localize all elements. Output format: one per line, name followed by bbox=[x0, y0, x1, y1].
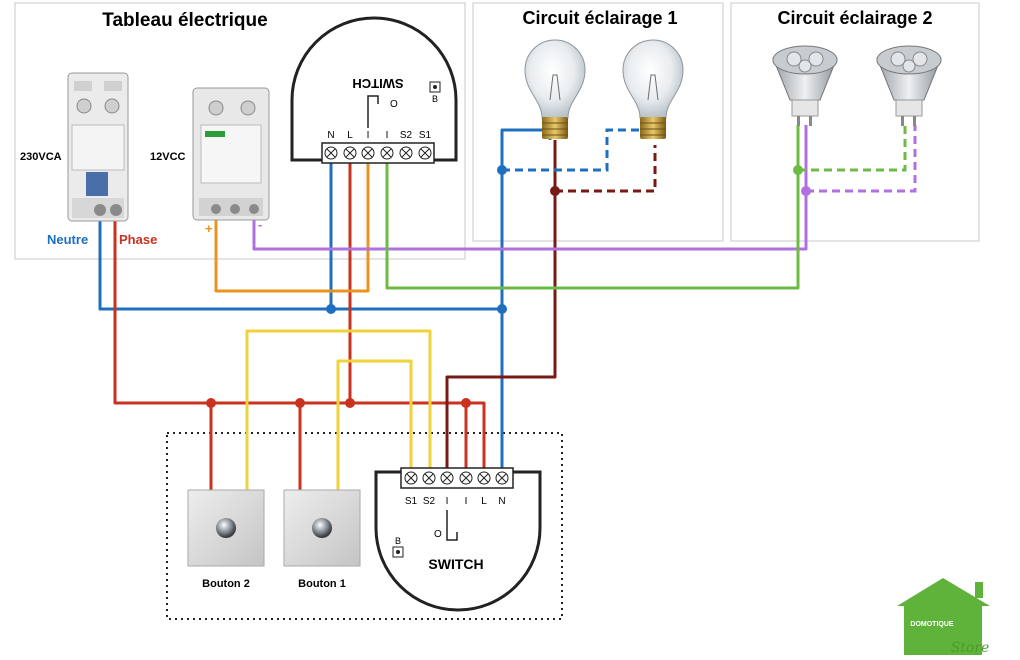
panel-title-tableau: Tableau électrique bbox=[102, 10, 267, 31]
junction-dot bbox=[497, 304, 507, 314]
panel-circuit-eclairage-2: Circuit éclairage 2 bbox=[730, 2, 980, 242]
panel-title-circuit1: Circuit éclairage 1 bbox=[522, 8, 677, 28]
switch-module-top: N L I I S2 S1 O SWITCH B bbox=[290, 16, 458, 164]
bottom-module-name: SWITCH bbox=[428, 556, 483, 572]
bottom-terminal-screws bbox=[404, 471, 509, 485]
top-terminal-label: I bbox=[386, 130, 389, 141]
led-spot-icon bbox=[772, 45, 838, 126]
top-module-name: SWITCH bbox=[352, 76, 403, 91]
wire-neutral bbox=[98, 215, 504, 474]
push-button-1: Bouton 1 bbox=[283, 489, 361, 590]
junction-dot bbox=[461, 398, 471, 408]
circuit-breaker: 230VCA Neutre Phase bbox=[20, 72, 157, 247]
switch-module-bottom: S1 S2 I I L N O SWITCH B bbox=[374, 467, 542, 612]
bottom-b-button-label: B bbox=[395, 536, 401, 546]
junctions bbox=[206, 165, 811, 408]
junction-dot bbox=[550, 186, 560, 196]
bottom-terminal-label: I bbox=[465, 496, 468, 507]
top-terminal-label: L bbox=[347, 130, 353, 141]
bottom-relay-o-label: O bbox=[434, 529, 442, 540]
top-terminal-label: S1 bbox=[419, 130, 432, 141]
led-spot-icon bbox=[876, 45, 942, 126]
bottom-terminal-label: L bbox=[481, 496, 487, 507]
junction-dot bbox=[497, 165, 507, 175]
wire-output-circuit2 bbox=[385, 125, 800, 290]
wire-button1-s1 bbox=[336, 359, 413, 490]
top-relay-o-label: O bbox=[390, 99, 398, 110]
bottom-terminal-label: I bbox=[446, 496, 449, 507]
psu-voltage-label: 12VCC bbox=[150, 151, 186, 163]
junction-dot bbox=[345, 398, 355, 408]
button1-label: Bouton 1 bbox=[298, 578, 346, 590]
top-terminal-screws bbox=[324, 146, 432, 160]
wire-12v-plus bbox=[214, 158, 370, 293]
wire-button2-s2 bbox=[245, 329, 432, 490]
logo-line2: Store bbox=[951, 640, 990, 656]
top-b-button-label: B bbox=[432, 94, 438, 104]
wire-green-lamp2b bbox=[798, 125, 907, 172]
top-terminal-label: I bbox=[367, 130, 370, 141]
bulb-icon bbox=[622, 39, 684, 139]
breaker-voltage-label: 230VCA bbox=[20, 151, 62, 163]
junction-dot bbox=[793, 165, 803, 175]
panel-title-circuit2: Circuit éclairage 2 bbox=[777, 8, 932, 28]
push-button-2: Bouton 2 bbox=[187, 489, 265, 590]
domotique-store-logo: DOMOTIQUE Store bbox=[897, 578, 990, 656]
junction-dot bbox=[206, 398, 216, 408]
top-terminal-label: S2 bbox=[400, 130, 413, 141]
wire-purple-lamp2b bbox=[806, 125, 917, 193]
top-terminal-label: N bbox=[327, 130, 334, 141]
top-relay-symbol bbox=[367, 95, 379, 128]
psu-plus-label: + bbox=[205, 221, 213, 236]
neutral-label: Neutre bbox=[47, 232, 88, 247]
bottom-terminal-label: S1 bbox=[405, 496, 418, 507]
wire-neutral-lamp1b bbox=[502, 128, 650, 172]
bottom-terminal-label: S2 bbox=[423, 496, 436, 507]
junction-dot bbox=[326, 304, 336, 314]
power-supply-12v: 12VCC + - bbox=[150, 87, 270, 236]
bottom-relay-symbol bbox=[446, 510, 458, 541]
junction-dot bbox=[801, 186, 811, 196]
junction-dot bbox=[295, 398, 305, 408]
button2-label: Bouton 2 bbox=[202, 578, 250, 590]
wire-output-circuit1 bbox=[445, 140, 557, 474]
wall-box-outline bbox=[166, 432, 563, 620]
bulb-icon bbox=[524, 39, 586, 139]
panel-circuit-eclairage-1: Circuit éclairage 1 bbox=[472, 2, 724, 242]
dashed-wires bbox=[502, 125, 917, 193]
wire-phase-lamp1b bbox=[555, 145, 657, 193]
logo-line1: DOMOTIQUE bbox=[910, 621, 953, 628]
phase-label: Phase bbox=[119, 232, 157, 247]
psu-minus-label: - bbox=[258, 217, 262, 232]
bottom-terminal-label: N bbox=[498, 496, 505, 507]
